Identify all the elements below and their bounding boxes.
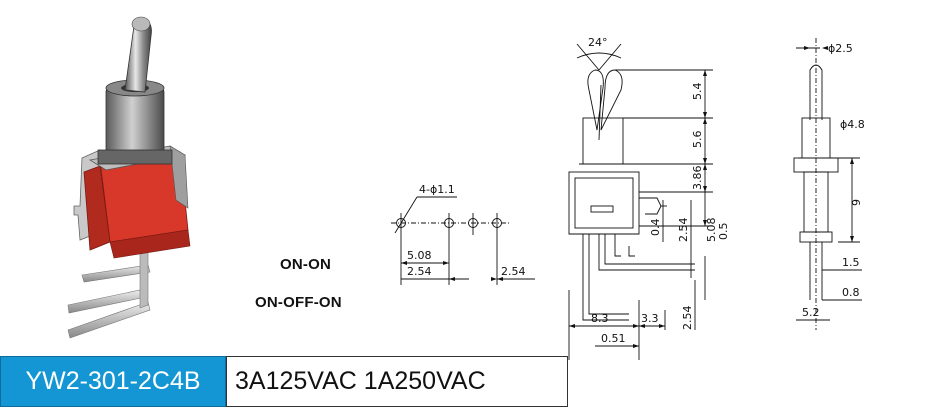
mode-on-off-on: ON-OFF-ON xyxy=(255,294,342,311)
dim-5.08: 5.08 xyxy=(407,249,432,262)
dim-2.54-bottom: 2.54 xyxy=(681,306,694,331)
angle-label: 24° xyxy=(588,36,608,49)
dim-0.5: 0.5 xyxy=(717,223,730,241)
dim-phi-2.5: ϕ2.5 xyxy=(828,42,853,55)
dim-5.08: 5.08 xyxy=(705,218,718,243)
dim-2.54-a: 2.54 xyxy=(407,265,432,278)
side-view-drawing: ϕ2.5 ϕ4.8 9 1.5 0.8 5.2 xyxy=(793,38,865,330)
dim-5.2: 5.2 xyxy=(802,306,820,319)
model-number-box: YW2-301-2C4B xyxy=(0,356,226,407)
pcb-layout-drawing: 4-ϕ1.1 5.08 2.54 2.54 xyxy=(391,183,535,285)
dim-3.86: 3.86 xyxy=(691,166,704,191)
dim-1.5: 1.5 xyxy=(842,256,860,269)
dim-0.51: 0.51 xyxy=(601,332,626,345)
front-view-drawing: 24° 5.4 5.6 3.86 5.08 2.54 0.4 0.5 8.3 3… xyxy=(568,36,730,360)
dim-2.54-vertical: 2.54 xyxy=(677,218,690,243)
electrical-rating-box: 3A125VAC 1A250VAC xyxy=(226,356,568,407)
dim-2.54-b: 2.54 xyxy=(501,265,526,278)
dim-0.8: 0.8 xyxy=(842,286,860,299)
dim-3.3: 3.3 xyxy=(641,312,659,325)
dim-9: 9 xyxy=(850,199,863,206)
dim-5.6: 5.6 xyxy=(691,131,704,149)
hole-spec-label: 4-ϕ1.1 xyxy=(419,183,455,196)
dim-0.4: 0.4 xyxy=(649,219,662,237)
dim-phi-4.8: ϕ4.8 xyxy=(840,118,865,131)
toggle-switch-photo xyxy=(67,16,191,339)
dim-5.4: 5.4 xyxy=(691,83,704,101)
model-number: YW2-301-2C4B xyxy=(25,367,201,395)
dim-8.3: 8.3 xyxy=(591,312,609,325)
mode-on-on: ON-ON xyxy=(280,256,331,273)
electrical-rating: 3A125VAC 1A250VAC xyxy=(235,367,486,395)
